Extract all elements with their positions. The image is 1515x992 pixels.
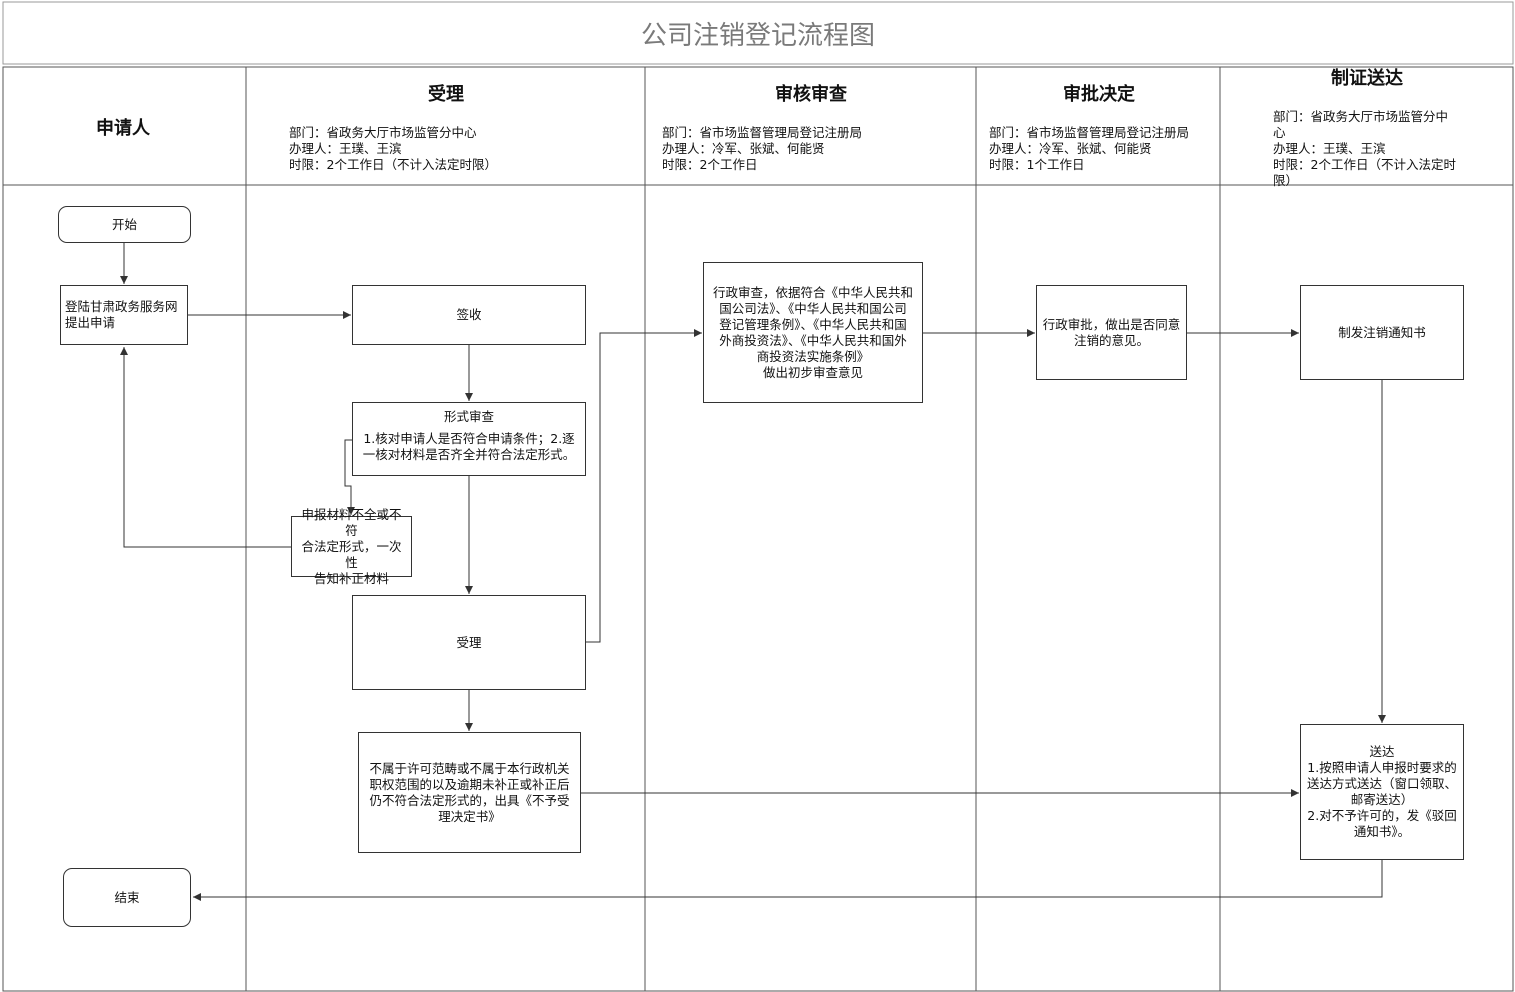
deliver-line5: 通知书》。 <box>1353 824 1411 839</box>
formal-review-title: 形式审查 <box>443 409 494 424</box>
review-node[interactable]: 行政审查，依据符合《中华人民共和 国公司法》、《中华人民共和国公司 登记管理条例… <box>703 262 923 403</box>
deliver-node[interactable]: 送达 1.按照申请人申报时要求的 送达方式送达（窗口领取、 邮寄送达） 2.对不… <box>1300 724 1464 860</box>
edge-formal-supplement <box>344 439 355 515</box>
lane-title-applicant: 申请人 <box>96 118 150 139</box>
lane-review-handler: 办理人：冷军、张斌、何能贤 <box>662 141 825 156</box>
notice-node[interactable]: 制发注销通知书 <box>1300 285 1464 380</box>
page-title: 公司注销登记流程图 <box>640 20 875 51</box>
review-line2: 国公司法》、《中华人民共和国公司 <box>719 300 907 316</box>
lane-meta-accept: 部门：省政务大厅市场监管分中心 办理人：王璞、王滨 时限：2个工作日（不计入法定… <box>289 125 497 173</box>
lane-deliver-handler: 办理人：王璞、王滨 <box>1273 141 1386 156</box>
lane-title-review: 审核审查 <box>775 84 847 105</box>
formal-review-line1: 1.核对申请人是否符合申请条件；2.逐 <box>363 431 575 446</box>
reject-node[interactable]: 不属于许可范畴或不属于本行政机关 职权范围的以及逾期未补正或补正后 仍不符合法定… <box>358 732 581 853</box>
lane-approve-dept: 部门：省市场监督管理局登记注册局 <box>989 125 1190 140</box>
apply-node-line2: 提出申请 <box>65 315 116 330</box>
lane-deliver-dept: 部门：省政务大厅市场监管分中 <box>1273 109 1449 124</box>
accept-node[interactable]: 受理 <box>352 595 586 690</box>
supplement-node[interactable]: 申报材料不全或不符 合法定形式，一次性 告知补正材料 <box>291 507 412 586</box>
supplement-line3: 告知补正材料 <box>313 570 389 586</box>
review-line5: 商投资法实施条例》 <box>756 348 870 364</box>
lane-deliver-dept-cont: 心 <box>1273 125 1286 140</box>
approve-line2: 注销的意见。 <box>1073 332 1149 348</box>
lane-title-approve: 审批决定 <box>1063 84 1135 105</box>
deliver-line4: 2.对不予许可的，发《驳回 <box>1307 808 1457 823</box>
lane-accept-dept: 部门：省政务大厅市场监管分中心 <box>289 125 477 140</box>
lane-meta-approve: 部门：省市场监督管理局登记注册局 办理人：冷军、张斌、何能贤 时限：1个工作日 <box>989 125 1189 173</box>
lane-meta-review: 部门：省市场监督管理局登记注册局 办理人：冷军、张斌、何能贤 时限：2个工作日 <box>662 125 862 173</box>
deliver-line2: 送达方式送达（窗口领取、 <box>1306 776 1457 791</box>
lane-approve-limit: 时限：1个工作日 <box>989 157 1085 172</box>
swimlane-frame <box>2 66 1514 992</box>
formal-review-line2: 一核对材料是否齐全并符合法定形式。 <box>362 447 576 462</box>
formal-review-node[interactable]: 形式审查 1.核对申请人是否符合申请条件；2.逐 一核对材料是否齐全并符合法定形… <box>352 402 586 476</box>
lane-accept-limit: 时限：2个工作日（不计入法定时限） <box>289 157 497 172</box>
supplement-line1: 申报材料不全或不符 <box>301 506 402 538</box>
reject-line2: 职权范围的以及逾期未补正或补正后 <box>369 776 570 792</box>
review-line1: 行政审查，依据符合《中华人民共和 <box>712 284 913 300</box>
title-frame <box>2 1 1514 65</box>
lane-approve-handler: 办理人：冷军、张斌、何能贤 <box>989 141 1152 156</box>
supplement-line2: 合法定形式，一次性 <box>301 538 402 570</box>
deliver-line3: 邮寄送达） <box>1350 792 1414 807</box>
sign-node[interactable]: 签收 <box>352 285 586 345</box>
apply-node-line1: 登陆甘肃政务服务网 <box>65 299 178 314</box>
review-line4: 外商投资法》、《中华人民共和国外 <box>719 332 907 348</box>
lane-title-deliver: 制证送达 <box>1331 68 1403 89</box>
reject-line1: 不属于许可范畴或不属于本行政机关 <box>369 760 570 776</box>
review-line6: 做出初步审查意见 <box>762 364 863 380</box>
edge-deliver-end <box>193 860 1383 901</box>
lane-review-dept: 部门：省市场监督管理局登记注册局 <box>662 125 863 140</box>
apply-node[interactable]: 登陆甘肃政务服务网 提出申请 <box>60 285 188 345</box>
lane-title-accept: 受理 <box>428 84 464 105</box>
lane-accept-handler: 办理人：王璞、王滨 <box>289 141 402 156</box>
edge-supplement-apply <box>120 347 291 548</box>
lane-deliver-limit-cont: 限） <box>1273 173 1299 188</box>
start-node[interactable]: 开始 <box>58 206 191 243</box>
approve-node[interactable]: 行政审批，做出是否同意 注销的意见。 <box>1036 285 1187 380</box>
edge-accept-review <box>586 329 702 643</box>
approve-line1: 行政审批，做出是否同意 <box>1042 316 1181 332</box>
lane-review-limit: 时限：2个工作日 <box>662 157 758 172</box>
lane-deliver-limit: 时限：2个工作日（不计入法定时 <box>1273 157 1456 172</box>
lane-meta-deliver: 部门：省政务大厅市场监管分中 心 办理人：王璞、王滨 时限：2个工作日（不计入法… <box>1273 109 1456 189</box>
deliver-title: 送达 <box>1369 744 1395 759</box>
reject-line4: 理决定书》 <box>438 808 501 824</box>
reject-line3: 仍不符合法定形式的，出具《不予受 <box>369 792 570 808</box>
review-line3: 登记管理条例》、《中华人民共和国 <box>719 316 907 332</box>
end-node[interactable]: 结束 <box>63 868 191 927</box>
deliver-line1: 1.按照申请人申报时要求的 <box>1307 760 1457 775</box>
